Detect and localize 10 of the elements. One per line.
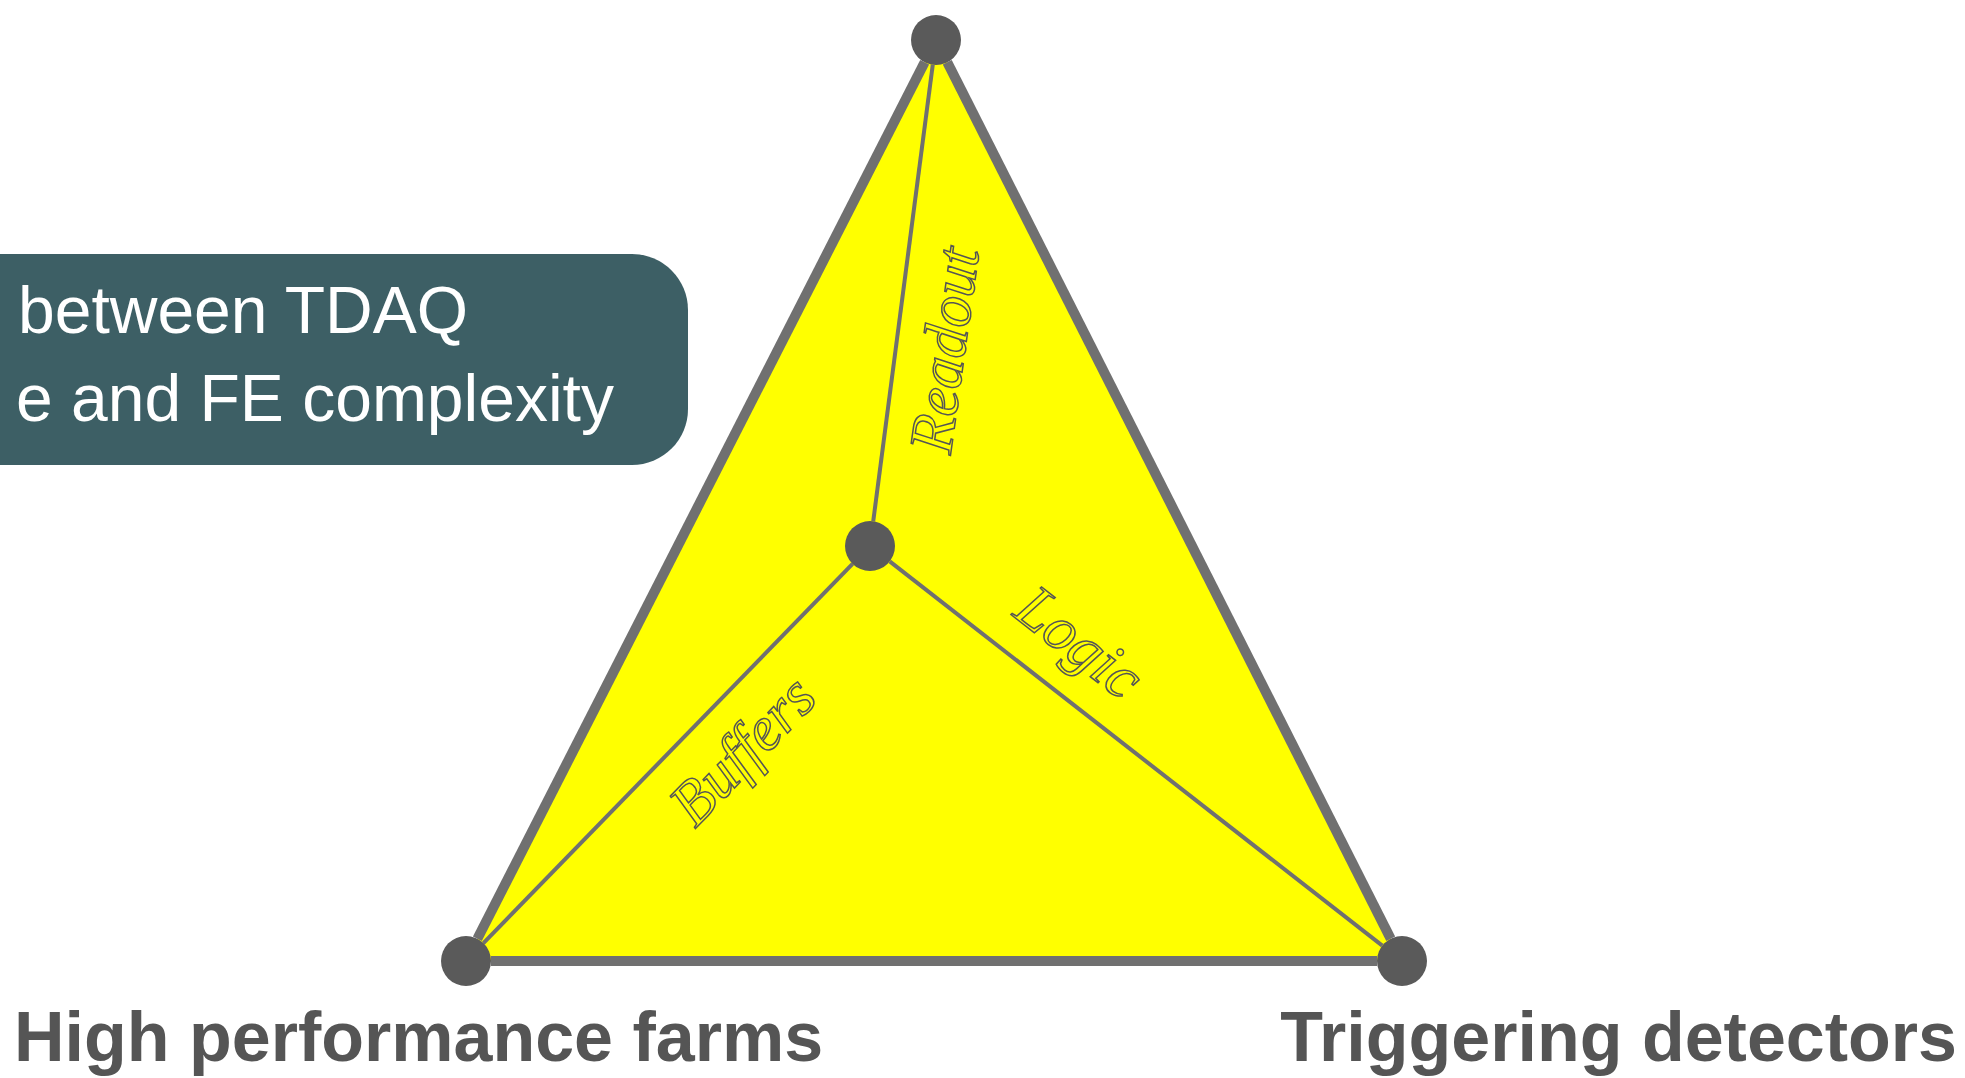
edge-label: Readout — [898, 243, 990, 457]
callout-text: e and FE complexity — [16, 360, 615, 437]
connector-line — [942, 60, 1396, 941]
callout-text: between TDAQ — [17, 272, 469, 349]
connector-line — [472, 60, 930, 941]
connector-line — [491, 956, 1377, 966]
connector-line — [888, 559, 1384, 948]
connector-line — [482, 562, 854, 945]
callout-box — [0, 254, 688, 465]
connector-line — [871, 64, 935, 522]
